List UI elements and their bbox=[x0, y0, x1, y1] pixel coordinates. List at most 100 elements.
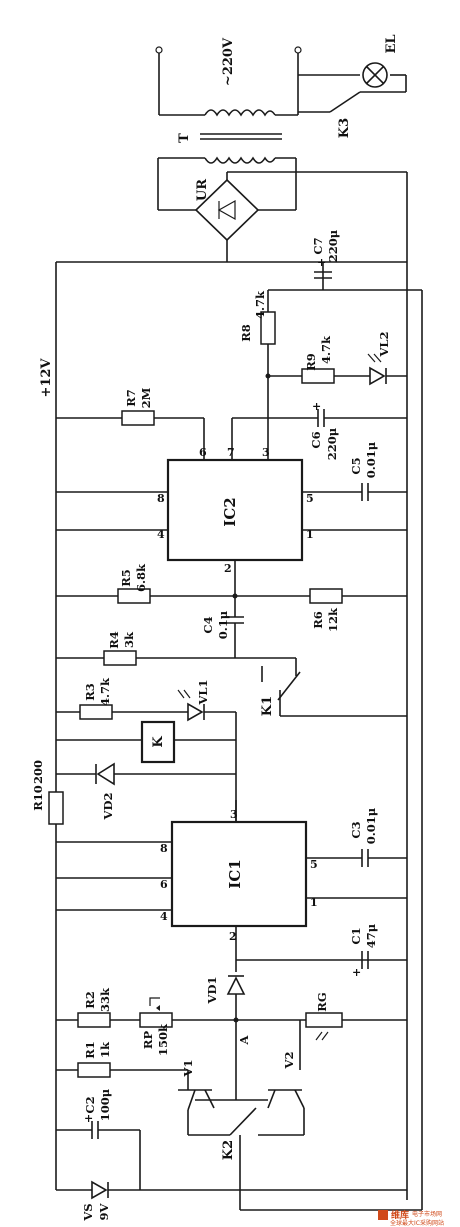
k3-contact bbox=[329, 91, 361, 113]
c6-ref: C6 bbox=[309, 431, 323, 448]
r5-value: 6.8k bbox=[134, 563, 148, 592]
r7-ref: R7 bbox=[124, 389, 138, 407]
r7: R7 2M bbox=[56, 387, 204, 426]
r8-value: 4.7k bbox=[253, 290, 267, 319]
mains-section: ~220V EL K3 T bbox=[155, 34, 408, 1200]
r6 bbox=[309, 588, 343, 604]
transistor-section: R1 1k V1 V2 K2 bbox=[56, 1020, 305, 1210]
c7-ref: C7 bbox=[311, 237, 325, 254]
ic2-pin2: 2 bbox=[224, 562, 232, 575]
power-rails: +12V bbox=[39, 261, 423, 1211]
r1 bbox=[77, 1062, 111, 1078]
k1-label: K1 bbox=[260, 696, 275, 716]
relay-k: K bbox=[56, 720, 236, 764]
r5-ref: R5 bbox=[119, 569, 133, 587]
ic1-pin4: 4 bbox=[160, 910, 168, 923]
vl1-label: VL1 bbox=[196, 679, 210, 705]
c2-plus: + bbox=[84, 1112, 93, 1125]
r8-ref: R8 bbox=[239, 324, 253, 342]
ic1-body bbox=[170, 820, 308, 928]
bridge-rectifier-ur: UR bbox=[157, 158, 408, 1200]
mains-terminal-right bbox=[294, 46, 302, 54]
c6-plus: + bbox=[312, 400, 321, 413]
r2 bbox=[77, 1012, 111, 1028]
relay-k-coil bbox=[140, 720, 176, 764]
c1-plus: + bbox=[352, 966, 361, 979]
ic2-pin1: 1 bbox=[306, 528, 314, 541]
r9-vl2: R9 4.7k VL2 bbox=[265, 331, 407, 386]
k3-label: K3 bbox=[337, 118, 352, 138]
ic2-pin4: 4 bbox=[157, 528, 165, 541]
node-a-label: A bbox=[237, 1034, 251, 1045]
transformer-t: T bbox=[158, 109, 298, 164]
r3-value: 4.7k bbox=[98, 677, 112, 706]
c5-value: 0.01μ bbox=[364, 441, 378, 478]
r4-value: 3k bbox=[122, 631, 136, 648]
watermark-tag: 全球最大IC采购网站 bbox=[390, 1219, 444, 1227]
vl2-label: VL2 bbox=[377, 331, 391, 357]
r6-value: 12k bbox=[326, 607, 340, 632]
lamp-label: EL bbox=[384, 34, 399, 53]
r9-ref: R9 bbox=[304, 353, 318, 371]
r3-vl1: R3 4.7k VL1 bbox=[56, 677, 237, 822]
ic2-body bbox=[166, 458, 304, 562]
c4-ref: C4 bbox=[201, 616, 215, 633]
r2-value: 33k bbox=[98, 987, 112, 1012]
vd1-label: VD1 bbox=[205, 977, 219, 1005]
vs-value: 9V bbox=[97, 1202, 111, 1220]
r10: R10 bbox=[31, 785, 64, 825]
sensor-row: A R2 33k RP 150k RG bbox=[56, 987, 407, 1056]
r8: R8 4.7k bbox=[239, 290, 276, 460]
c2-value: 100μ bbox=[98, 1088, 112, 1121]
r10-value: 200 bbox=[31, 760, 45, 784]
mains-label: ~220V bbox=[221, 37, 236, 86]
c1: + C1 47μ bbox=[349, 923, 378, 979]
c3-ref: C3 bbox=[349, 821, 363, 838]
ic2: IC2 6 7 3 8 5 4 1 2 bbox=[56, 418, 407, 596]
rp-ref: RP bbox=[141, 1031, 155, 1050]
r6-ref: R6 bbox=[311, 611, 325, 629]
ic1-pin6: 6 bbox=[160, 878, 168, 891]
c2-ref: C2 bbox=[83, 1096, 97, 1113]
c6-value: 220μ bbox=[325, 427, 339, 460]
c5: C5 0.01μ bbox=[349, 441, 407, 501]
c5-ref: C5 bbox=[349, 457, 363, 474]
r10-ref: R10 bbox=[31, 785, 45, 811]
c7-plus: + bbox=[317, 256, 326, 269]
c7: + C7 220μ bbox=[311, 229, 340, 290]
ic2-pin3: 3 bbox=[262, 446, 270, 459]
transformer-label: T bbox=[177, 133, 192, 143]
rp-value: 150k bbox=[156, 1023, 170, 1056]
r5-r6-c4: R5 6.8k R6 12k C4 0.1μ bbox=[56, 563, 407, 658]
v2-label: V2 bbox=[282, 1052, 296, 1070]
k2-label: K2 bbox=[221, 1140, 236, 1160]
ic1: IC1 3 8 6 4 5 1 2 bbox=[56, 800, 407, 961]
v1-label: V1 bbox=[181, 1060, 195, 1078]
r4 bbox=[103, 650, 137, 666]
supply-label: +12V bbox=[39, 358, 54, 398]
k1-contact bbox=[277, 671, 301, 701]
mains-terminal-left bbox=[155, 46, 163, 54]
rg bbox=[305, 1012, 343, 1028]
c3: C3 0.01μ bbox=[349, 807, 407, 867]
c4-value: 0.1μ bbox=[216, 610, 230, 639]
ic2-pin5: 5 bbox=[306, 492, 314, 505]
ic1-label: IC1 bbox=[226, 859, 244, 888]
watermark: 维库 电子市场网 全球最大IC采购网站 bbox=[378, 1209, 444, 1227]
vs-ref: VS bbox=[81, 1203, 95, 1221]
vd2-label: VD2 bbox=[101, 793, 115, 821]
ic1-pin5: 5 bbox=[310, 858, 318, 871]
ic1-pin1: 1 bbox=[310, 896, 318, 909]
ic2-pin8: 8 bbox=[157, 492, 165, 505]
ic2-pin7: 7 bbox=[227, 446, 235, 459]
c6: + C6 220μ bbox=[232, 400, 407, 460]
c2-vs: + C2 100μ VS 9V bbox=[56, 1088, 407, 1222]
c1-value: 47μ bbox=[364, 923, 378, 948]
ic1-pin2: 2 bbox=[229, 930, 237, 943]
ic1-pin8: 8 bbox=[160, 842, 168, 855]
vd2: VD2 bbox=[56, 762, 236, 821]
relay-k-label: K bbox=[151, 736, 166, 748]
r1-value: 1k bbox=[98, 1041, 112, 1058]
bridge-label: UR bbox=[195, 179, 210, 201]
